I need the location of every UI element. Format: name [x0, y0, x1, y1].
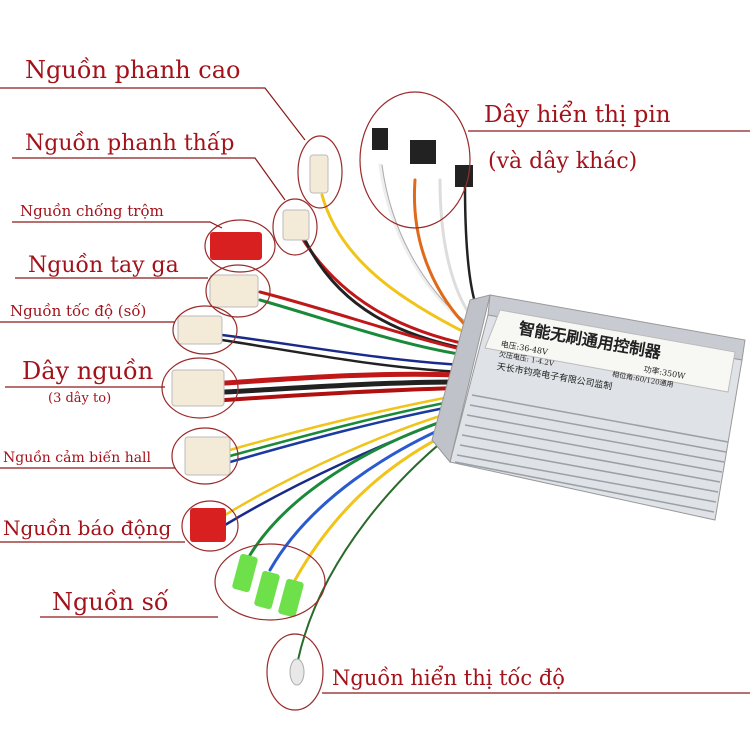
wire-black-speed: [220, 338, 464, 374]
connector-power: [171, 369, 225, 407]
connector-anti-theft: [210, 232, 262, 260]
connector-throttle: [209, 274, 259, 308]
connector-battery-3: [455, 165, 473, 187]
cooling-fins: [454, 394, 729, 513]
wire-white: [378, 163, 477, 332]
connector-brake-low: [282, 209, 310, 241]
wire-blue-speed: [220, 333, 464, 367]
connector-gear-1: [232, 553, 258, 593]
leader-lines: [0, 87, 750, 694]
label-speed-display: Nguồn hiển thị tốc độ: [332, 666, 565, 690]
label-throttle: Nguồn tay ga: [28, 252, 179, 278]
connector-gear-3: [278, 578, 304, 618]
label-power-note: (3 dây to): [48, 391, 111, 406]
connectors: [171, 128, 473, 686]
label-gear: Nguồn số: [52, 588, 169, 616]
label-anti-theft: Nguồn chống trộm: [20, 202, 164, 220]
controller-box: 智能无刷通用控制器 电压:36-48V 功率:350W 欠压电压: 1-4.2V…: [431, 294, 746, 521]
label-brake-low: Nguồn phanh thấp: [25, 130, 234, 156]
wire-yellow-alarm: [223, 408, 462, 517]
wire-white-2: [381, 164, 478, 331]
wire-yellow-hall: [228, 393, 462, 452]
highlight-rings: [161, 91, 471, 711]
label-alarm: Nguồn báo động: [3, 516, 172, 540]
wire-red-power-2: [223, 386, 462, 402]
label-battery-display: Dây hiển thị pin: [484, 100, 671, 128]
wire-green-gear: [248, 413, 464, 557]
connector-hall: [184, 436, 231, 476]
connector-gear-2: [254, 570, 280, 610]
wire-black-power: [222, 379, 463, 395]
label-battery-display-note: (và dây khác): [488, 149, 637, 174]
wire-black-top: [303, 238, 472, 352]
connector-battery-2: [410, 140, 436, 164]
label-power: Dây nguồn: [22, 357, 153, 385]
connector-alarm: [190, 508, 226, 542]
wire-orange: [412, 178, 472, 332]
wire-red-throttle: [258, 290, 467, 352]
connector-speed: [177, 315, 223, 345]
connector-battery-1: [372, 128, 388, 150]
connector-brake-high: [309, 154, 329, 194]
label-hall-sensor: Nguồn cảm biến hall: [3, 449, 152, 466]
wire-blue-hall: [228, 403, 462, 464]
wire-green-speed-display: [297, 419, 471, 661]
label-speed-gear: Nguồn tốc độ (số): [10, 302, 146, 320]
label-brake-high: Nguồn phanh cao: [25, 56, 240, 84]
connector-speed-display: [289, 658, 305, 686]
wire-red-power: [222, 371, 463, 386]
wire-green-hall: [228, 398, 462, 458]
wire-yellow-brake: [320, 193, 472, 337]
wire-green-throttle: [258, 298, 467, 357]
